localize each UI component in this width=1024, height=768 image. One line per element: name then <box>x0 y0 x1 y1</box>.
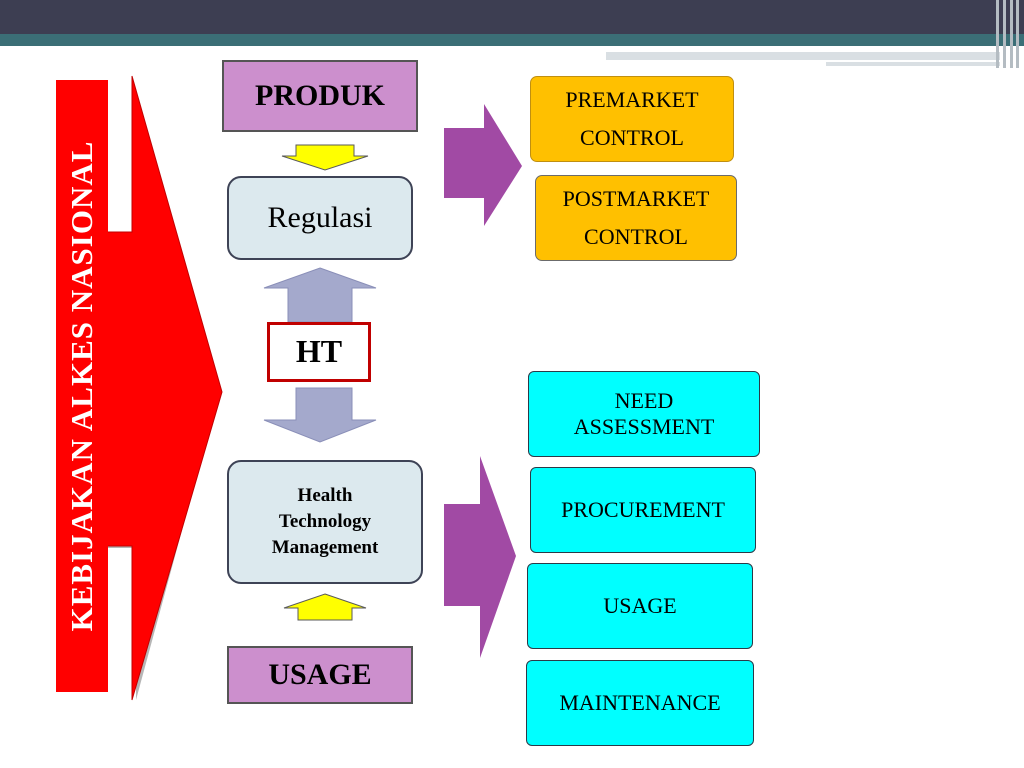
htm-box: Health Technology Management <box>227 460 423 584</box>
slide-corner-stripe <box>1016 0 1019 68</box>
htm-line: Management <box>271 537 379 558</box>
gray-arrow-up <box>263 267 377 323</box>
slide-top-line-short <box>826 62 1000 66</box>
gray-arrow-down <box>263 387 377 443</box>
side-banner: KEBIJAKAN ALKES NASIONAL <box>56 80 108 692</box>
yellow-arrow-down <box>281 144 369 171</box>
step-line: ASSESSMENT <box>573 414 715 439</box>
slide-top-line <box>606 52 1000 60</box>
need-assessment-box: NEED ASSESSMENT <box>528 371 760 457</box>
magenta-arrow-right <box>444 456 516 658</box>
hta-box: HT <box>267 322 371 382</box>
slide-corner-stripe <box>1003 0 1006 68</box>
postmarket-control-box: POSTMARKET CONTROL <box>535 175 737 261</box>
step-line: NEED <box>614 388 674 413</box>
control-line: CONTROL <box>580 125 684 150</box>
htm-line: Technology <box>278 511 372 532</box>
side-banner-text: KEBIJAKAN ALKES NASIONAL <box>64 140 99 632</box>
usage-box: USAGE <box>227 646 413 704</box>
regulasi-box: Regulasi <box>227 176 413 260</box>
procurement-box: PROCUREMENT <box>530 467 756 553</box>
slide-top-bar <box>0 0 1024 34</box>
produk-box: PRODUK <box>222 60 418 132</box>
maintenance-box: MAINTENANCE <box>526 660 754 746</box>
big-red-arrow <box>103 75 223 701</box>
slide-top-band <box>0 34 1024 46</box>
control-line: CONTROL <box>584 224 688 249</box>
control-line: PREMARKET <box>565 87 699 112</box>
premarket-control-box: PREMARKET CONTROL <box>530 76 734 162</box>
slide-corner-stripe <box>996 0 999 68</box>
side-banner-background <box>56 80 108 692</box>
yellow-arrow-up <box>283 593 367 621</box>
slide-corner-stripe <box>1010 0 1013 68</box>
magenta-arrow-right <box>444 104 522 226</box>
htm-line: Health <box>297 485 353 506</box>
usage-step-box: USAGE <box>527 563 753 649</box>
control-line: POSTMARKET <box>562 186 710 211</box>
